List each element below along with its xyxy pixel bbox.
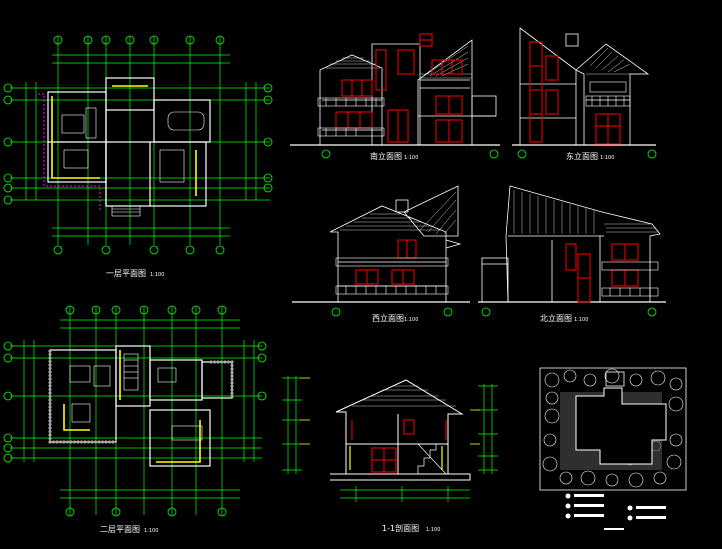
legend-symbol-2 — [565, 503, 571, 509]
east-railings — [585, 81, 631, 107]
legend-symbol-3 — [565, 513, 571, 519]
section-1-1: 1-1剖面图 1:100 — [282, 376, 498, 533]
north-axis-bubbles — [481, 307, 657, 317]
west-scale: 1:100 — [404, 317, 418, 323]
south-elevation: 南立面图 1:100 — [290, 33, 500, 161]
south-scale: 1:100 — [404, 155, 418, 161]
south-building-outline — [319, 33, 497, 146]
legend-symbol-1 — [565, 493, 571, 499]
section-accent — [349, 446, 443, 470]
section-elevation-marks — [300, 377, 480, 445]
east-title: 东立面图 — [566, 151, 598, 161]
first-floor-plan: 一层平面图 1:100 — [3, 35, 273, 278]
west-windows — [355, 239, 417, 285]
west-building-outline — [329, 185, 462, 303]
legend-line-5 — [636, 516, 666, 519]
plan2-title: 二层平面图 — [100, 525, 140, 534]
legend-line-2 — [574, 504, 604, 507]
west-elevation: 西立面图 1:100 — [292, 185, 470, 323]
plan2-balcony-hatch — [48, 350, 234, 444]
south-title: 南立面图 — [370, 151, 402, 161]
plan2-accent-walls — [63, 350, 201, 463]
section-dimension-lines — [282, 376, 498, 502]
north-elevation: 北立面图 1:100 — [478, 185, 666, 323]
south-roof-hatch — [326, 45, 472, 79]
site-entrance — [605, 371, 625, 387]
north-scale: 1:100 — [574, 317, 588, 323]
plan2-axis-bubbles — [3, 305, 267, 517]
plan1-furniture — [61, 107, 205, 217]
east-scale: 1:100 — [600, 155, 614, 161]
legend-line-3 — [574, 514, 604, 517]
section-outline — [330, 379, 471, 481]
north-building-outline — [481, 185, 661, 303]
plan2-furniture — [69, 353, 203, 441]
site-plan — [539, 367, 687, 530]
south-axis-bubbles — [321, 149, 499, 159]
legend-symbol-4 — [627, 505, 633, 511]
section-stair — [417, 443, 447, 475]
north-windows — [565, 243, 639, 303]
site-legend — [565, 493, 666, 530]
plan1-title: 一层平面图 — [106, 269, 146, 278]
east-roof-hatch — [586, 47, 646, 75]
section-scale: 1:100 — [426, 527, 440, 533]
legend-symbol-5 — [627, 515, 633, 521]
plan2-scale: 1:100 — [144, 528, 158, 534]
west-roof-hatch — [340, 191, 457, 235]
plan1-walls — [47, 77, 211, 207]
plan1-accent-walls — [51, 85, 197, 196]
west-axis-bubbles — [331, 307, 453, 317]
east-elevation: 东立面图 1:100 — [512, 27, 657, 161]
south-railings — [317, 97, 385, 137]
north-title: 北立面图 — [540, 313, 572, 323]
north-roof-hatch — [513, 190, 658, 234]
site-trees — [542, 368, 684, 488]
west-railings — [335, 257, 449, 295]
section-title: 1-1剖面图 — [382, 523, 419, 533]
east-axis-bubbles — [517, 149, 657, 159]
plan1-axis-bubbles — [3, 35, 273, 255]
section-roof-hatch — [352, 385, 456, 407]
plan2-grid — [10, 306, 262, 515]
second-floor-plan: 二层平面图 1:100 — [3, 305, 267, 534]
east-building-outline — [519, 27, 650, 146]
legend-line-1 — [574, 494, 604, 497]
plan1-scale: 1:100 — [150, 272, 164, 278]
site-building-footprint — [575, 387, 667, 465]
west-title: 西立面图 — [372, 313, 404, 323]
section-openings — [351, 419, 447, 473]
site-boundary — [539, 367, 687, 491]
legend-line-4 — [636, 506, 666, 509]
legend-title-bar — [604, 528, 624, 530]
north-railings — [601, 261, 659, 297]
plan1-terrace-outline — [38, 93, 101, 212]
east-windows — [529, 41, 621, 145]
